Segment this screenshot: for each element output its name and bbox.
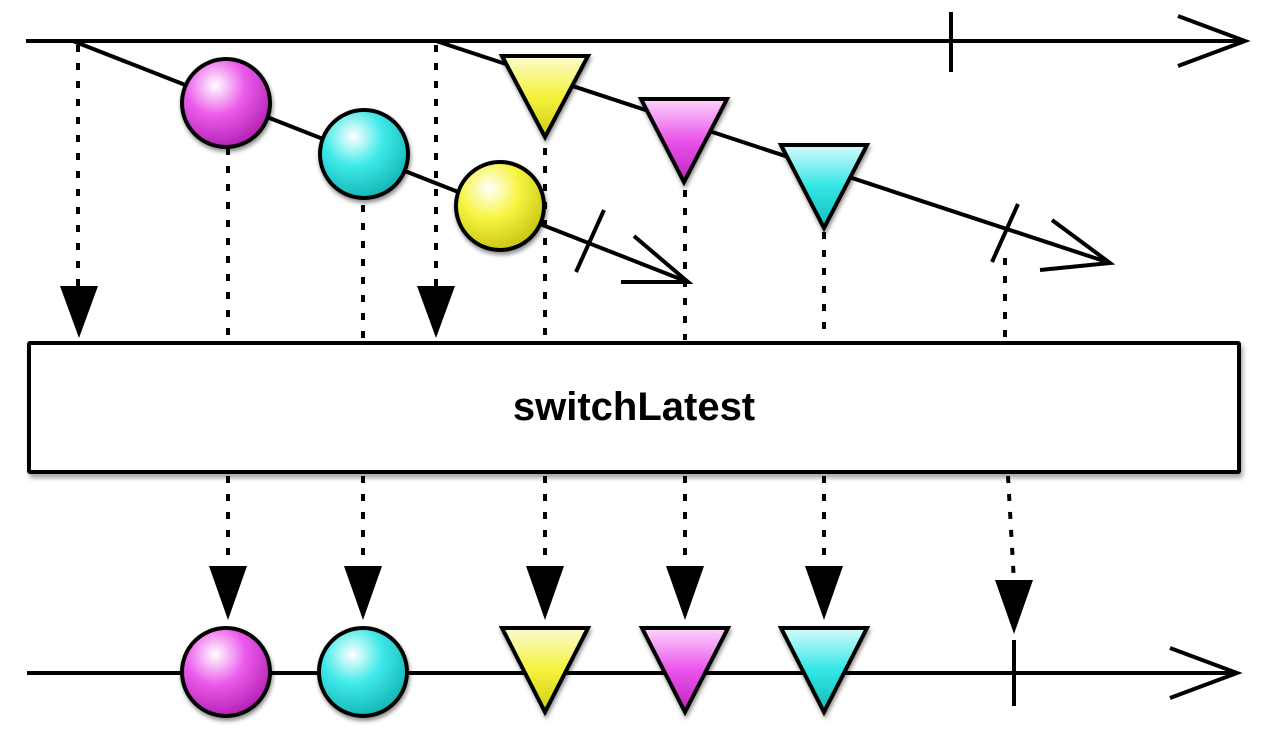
lower-guides xyxy=(226,475,1016,583)
inner-1-items xyxy=(180,57,546,252)
inner-2-completion-mark xyxy=(990,203,1020,263)
output-triangle-yellow xyxy=(498,626,592,717)
upper-arrowheads xyxy=(60,286,455,338)
triangle-cyan xyxy=(777,143,871,233)
arrowhead-icon xyxy=(995,580,1033,634)
arrowhead-icon xyxy=(417,286,455,338)
arrowhead-icon xyxy=(344,566,382,620)
outer-timeline xyxy=(26,12,1251,72)
arrowhead-icon xyxy=(526,566,564,620)
output-marble-magenta xyxy=(180,626,272,718)
marble-magenta xyxy=(180,57,272,149)
triangle-yellow xyxy=(498,54,592,142)
inner-2-items xyxy=(498,54,871,233)
operator-label: switchLatest xyxy=(512,385,756,429)
lower-arrowheads xyxy=(209,566,1033,634)
inner-1-unsubscribe-mark xyxy=(574,209,606,273)
arrowhead-icon xyxy=(805,566,843,620)
output-triangle-cyan xyxy=(777,626,871,717)
output-items xyxy=(180,626,871,718)
marble-yellow xyxy=(454,160,546,252)
output-triangle-magenta xyxy=(638,626,732,717)
operator-box: switchLatest xyxy=(27,341,1241,474)
upper-guides xyxy=(76,45,1007,340)
marble-cyan xyxy=(318,108,410,200)
arrowhead-icon xyxy=(666,566,704,620)
output-marble-cyan xyxy=(317,626,409,718)
triangle-magenta xyxy=(637,97,731,187)
arrowhead-icon xyxy=(209,566,247,620)
arrowhead-icon xyxy=(60,286,98,338)
